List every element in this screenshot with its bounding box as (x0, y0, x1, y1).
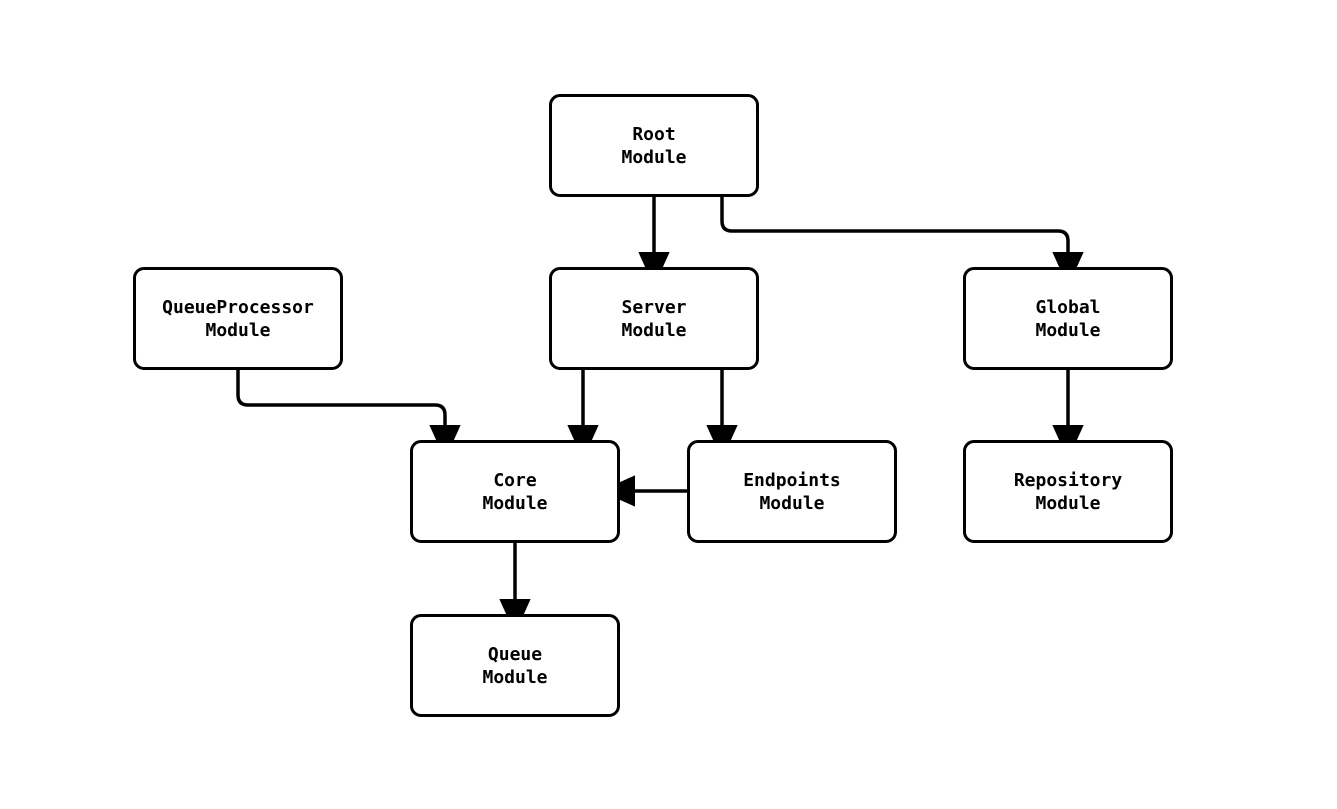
node-core[interactable]: Core Module (410, 440, 620, 543)
node-label-queue: Queue Module (482, 643, 548, 688)
node-label-core: Core Module (482, 469, 548, 514)
node-label-server: Server Module (621, 296, 687, 341)
edge-root-to-global (720, 197, 1084, 287)
node-server[interactable]: Server Module (549, 267, 759, 370)
node-label-global: Global Module (1035, 296, 1101, 341)
edge-queueprocessor-to-core (236, 370, 461, 460)
node-endpoints[interactable]: Endpoints Module (687, 440, 897, 543)
node-label-root: Root Module (621, 123, 687, 168)
node-repository[interactable]: Repository Module (963, 440, 1173, 543)
node-label-repository: Repository Module (1013, 469, 1123, 514)
node-label-queueprocessor: QueueProcessor Module (162, 296, 314, 341)
node-label-endpoints: Endpoints Module (743, 469, 841, 514)
node-root[interactable]: Root Module (549, 94, 759, 197)
node-queue[interactable]: Queue Module (410, 614, 620, 717)
node-queueprocessor[interactable]: QueueProcessor Module (133, 267, 343, 370)
node-global[interactable]: Global Module (963, 267, 1173, 370)
edges-group (236, 197, 1084, 634)
